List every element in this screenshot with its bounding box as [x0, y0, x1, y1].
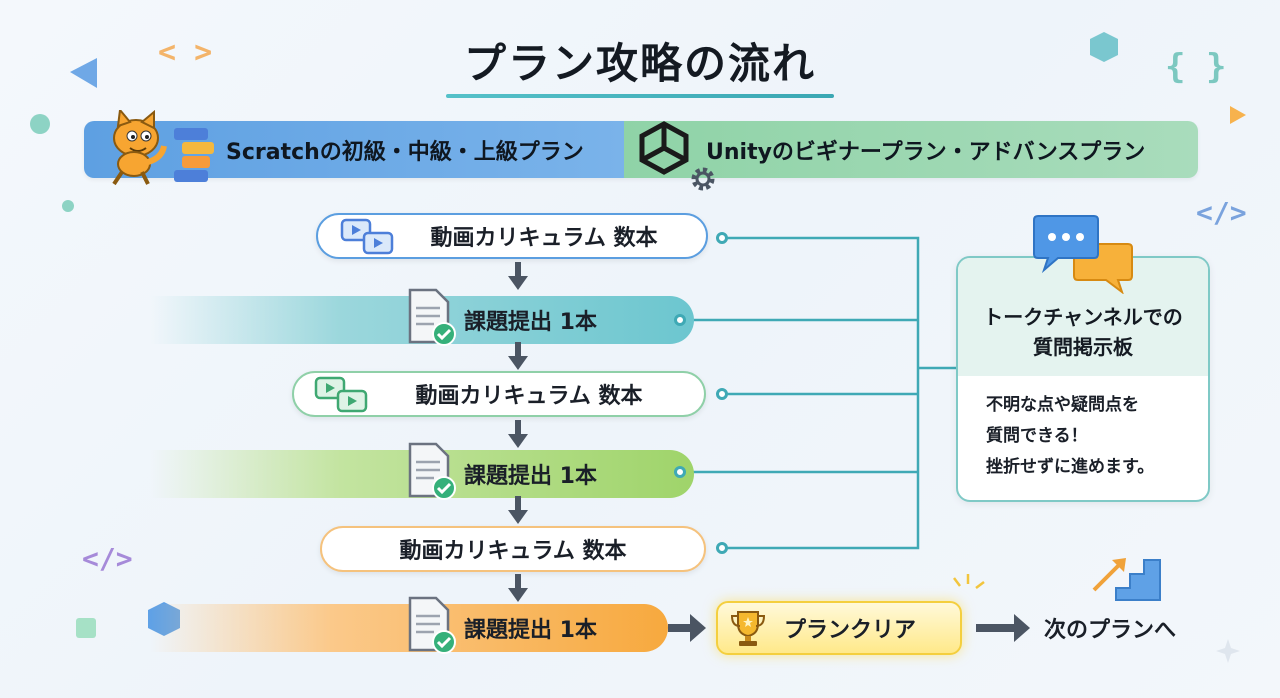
gear-icon [691, 167, 715, 191]
talk-channel-body-line2: 質問できる！ [986, 426, 1088, 446]
down-arrow-icon [508, 574, 528, 602]
down-arrow-icon [508, 342, 528, 370]
sparkle-lines [953, 574, 985, 589]
trophy-icon [730, 611, 766, 646]
talk-channel-body-line3: 挫折せずに進めます。 [986, 457, 1155, 477]
step-label: 動画カリキュラム 数本 [415, 384, 643, 409]
talk-channel-panel: トークチャンネルでの 質問掲示板 不明な点や疑問点を 質問できる！ 挫折せずに進… [956, 256, 1210, 502]
down-arrow-icon [508, 262, 528, 290]
unity-logo-icon [639, 121, 689, 175]
svg-text:</>: </> [82, 542, 133, 575]
stairs-arrow-icon [1092, 558, 1161, 601]
step-label: 課題提出 1本 [464, 618, 597, 643]
chat-bubbles-icon [1033, 215, 1133, 294]
step-video-3: 動画カリキュラム 数本 [320, 526, 706, 572]
document-check-icon [408, 288, 456, 346]
code-blocks-icon [174, 128, 214, 182]
step-label: 課題提出 1本 [464, 464, 597, 489]
video-icon [340, 218, 394, 255]
plan-clear-box: プランクリア [716, 601, 962, 655]
svg-text:< >: < > [158, 35, 212, 70]
down-arrow-icon [508, 420, 528, 448]
step-label: 動画カリキュラム 数本 [430, 226, 658, 251]
plan-bar: Scratchの初級・中級・上級プラン Unityのビギナープラン・アドバンスプ… [84, 121, 1198, 178]
step-label: 課題提出 1本 [464, 310, 597, 335]
right-arrow-icon [668, 614, 706, 642]
document-check-icon [408, 442, 456, 500]
document-check-icon [408, 596, 456, 654]
talk-channel-title-line2: 質問掲示板 [1033, 335, 1133, 359]
scratch-plan-label: Scratchの初級・中級・上級プラン [84, 121, 624, 178]
connector-dot [716, 232, 728, 244]
connector-dot [674, 314, 686, 326]
video-icon [314, 376, 368, 413]
connector-dot [716, 542, 728, 554]
title-underline [446, 94, 834, 98]
plan-clear-label: プランクリア [784, 618, 917, 643]
page-title: プラン攻略の流れ [463, 39, 816, 88]
talk-channel-title-line1: トークチャンネルでの [983, 305, 1183, 329]
next-plan-label: 次のプランへ [1044, 618, 1177, 643]
connector-dot [716, 388, 728, 400]
right-arrow-icon [976, 614, 1030, 642]
talk-channel-body-line1: 不明な点や疑問点を [986, 395, 1139, 415]
svg-text:{ }: { } [1165, 47, 1226, 87]
down-arrow-icon [508, 496, 528, 524]
step-label: 動画カリキュラム 数本 [399, 539, 627, 564]
talk-channel-body: 不明な点や疑問点を 質問できる！ 挫折せずに進めます。 [958, 376, 1208, 483]
scratch-cat-icon [112, 110, 167, 186]
svg-text:</>: </> [1196, 196, 1247, 229]
unity-plan-label: Unityのビギナープラン・アドバンスプラン [624, 121, 1198, 178]
connector-dot [674, 466, 686, 478]
